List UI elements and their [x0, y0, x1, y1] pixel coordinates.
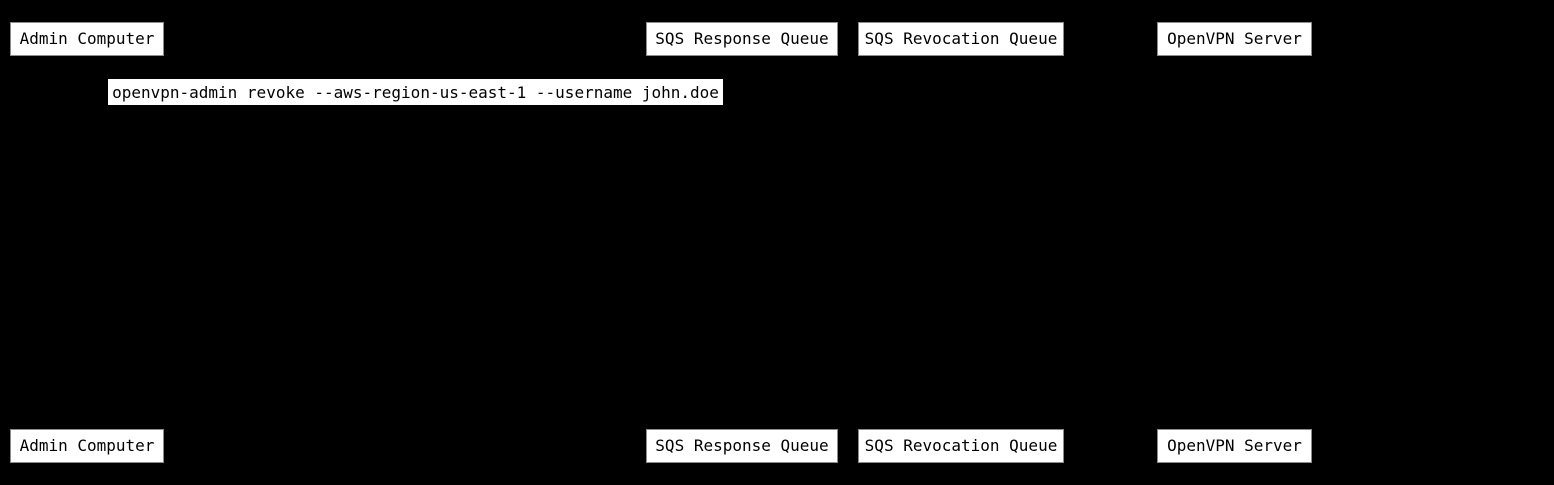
- message-label: openvpn-admin revoke --aws-region-us-eas…: [108, 79, 723, 105]
- actor-top-sqs-revocation-queue: SQS Revocation Queue: [858, 22, 1064, 56]
- actor-bottom-sqs-response-queue: SQS Response Queue: [646, 429, 838, 463]
- actor-bottom-openvpn-server: OpenVPN Server: [1157, 429, 1312, 463]
- actor-bottom-sqs-revocation-queue: SQS Revocation Queue: [858, 429, 1064, 463]
- actor-top-sqs-response-queue: SQS Response Queue: [646, 22, 838, 56]
- actor-top-openvpn-server: OpenVPN Server: [1157, 22, 1312, 56]
- actor-top-admin-computer: Admin Computer: [10, 22, 164, 56]
- actor-bottom-admin-computer: Admin Computer: [10, 429, 164, 463]
